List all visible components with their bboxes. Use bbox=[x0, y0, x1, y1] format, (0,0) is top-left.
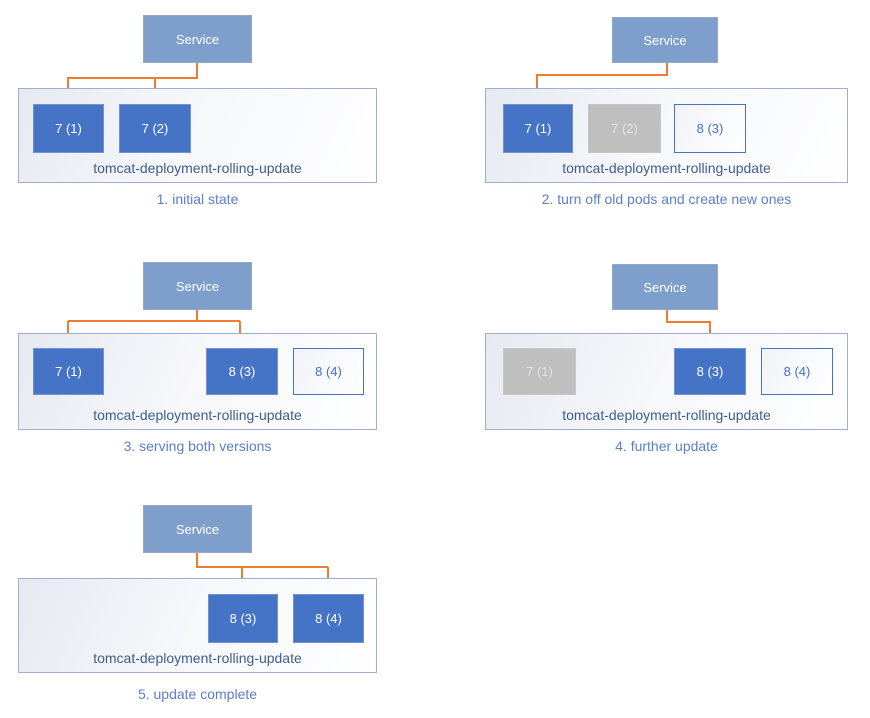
pod-7-2: 7 (2) bbox=[119, 104, 191, 153]
deployment-container: 7 (1) 8 (3) 8 (4) tomcat-deployment-roll… bbox=[485, 333, 848, 430]
pod-8-4: 8 (4) bbox=[293, 594, 364, 643]
service-box: Service bbox=[143, 505, 252, 553]
stage-caption: 2. turn off old pods and create new ones bbox=[541, 191, 792, 207]
service-box: Service bbox=[612, 264, 718, 310]
deployment-label: tomcat-deployment-rolling-update bbox=[562, 407, 771, 423]
stage-caption: 5. update complete bbox=[137, 686, 258, 702]
deployment-label: tomcat-deployment-rolling-update bbox=[562, 160, 771, 176]
pod-7-1: 7 (1) bbox=[503, 348, 576, 395]
deployment-label: tomcat-deployment-rolling-update bbox=[93, 407, 302, 423]
pod-8-3: 8 (3) bbox=[208, 594, 278, 643]
service-box: Service bbox=[612, 17, 718, 63]
pod-7-1: 7 (1) bbox=[33, 104, 104, 153]
pod-8-3: 8 (3) bbox=[674, 348, 746, 395]
pod-8-4: 8 (4) bbox=[761, 348, 833, 395]
pod-7-1: 7 (1) bbox=[33, 348, 104, 395]
pod-8-3: 8 (3) bbox=[206, 348, 278, 395]
service-box: Service bbox=[143, 262, 252, 310]
stage-caption: 4. further update bbox=[615, 438, 718, 454]
deployment-container: 7 (1) 8 (3) 8 (4) tomcat-deployment-roll… bbox=[18, 333, 377, 430]
pod-7-2: 7 (2) bbox=[588, 104, 661, 153]
deployment-container: 7 (1) 7 (2) 8 (3) tomcat-deployment-roll… bbox=[485, 88, 848, 183]
deployment-container: 8 (3) 8 (4) tomcat-deployment-rolling-up… bbox=[18, 578, 377, 673]
pod-7-1: 7 (1) bbox=[503, 104, 573, 153]
deployment-container: 7 (1) 7 (2) tomcat-deployment-rolling-up… bbox=[18, 88, 377, 183]
stage-caption: 1. initial state bbox=[156, 191, 239, 207]
service-box: Service bbox=[143, 15, 252, 63]
deployment-label: tomcat-deployment-rolling-update bbox=[93, 650, 302, 666]
pod-8-3: 8 (3) bbox=[674, 104, 746, 153]
deployment-label: tomcat-deployment-rolling-update bbox=[93, 160, 302, 176]
pod-8-4: 8 (4) bbox=[293, 348, 364, 395]
stage-caption: 3. serving both versions bbox=[123, 438, 272, 454]
